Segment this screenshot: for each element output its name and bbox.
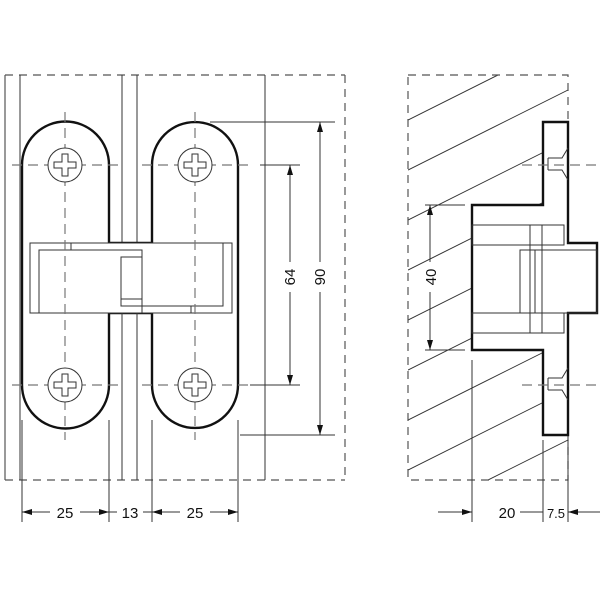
dim-gap: 13 — [122, 505, 139, 522]
dim-plate-width-right: 25 — [187, 505, 204, 522]
side-view: 40 20 7.5 — [407, 74, 600, 522]
dim-screw-spacing: 64 — [282, 269, 299, 286]
dim-body-depth: 20 — [499, 505, 516, 522]
hinge-body — [29, 242, 233, 330]
dim-body-height: 40 — [423, 269, 440, 286]
dim-flange-depth: 7.5 — [547, 506, 565, 521]
dim-overall-height: 90 — [312, 269, 329, 286]
dim-plate-width-left: 25 — [57, 505, 74, 522]
screw-icon — [47, 147, 213, 403]
front-view: 25 13 25 64 90 — [4, 74, 346, 522]
